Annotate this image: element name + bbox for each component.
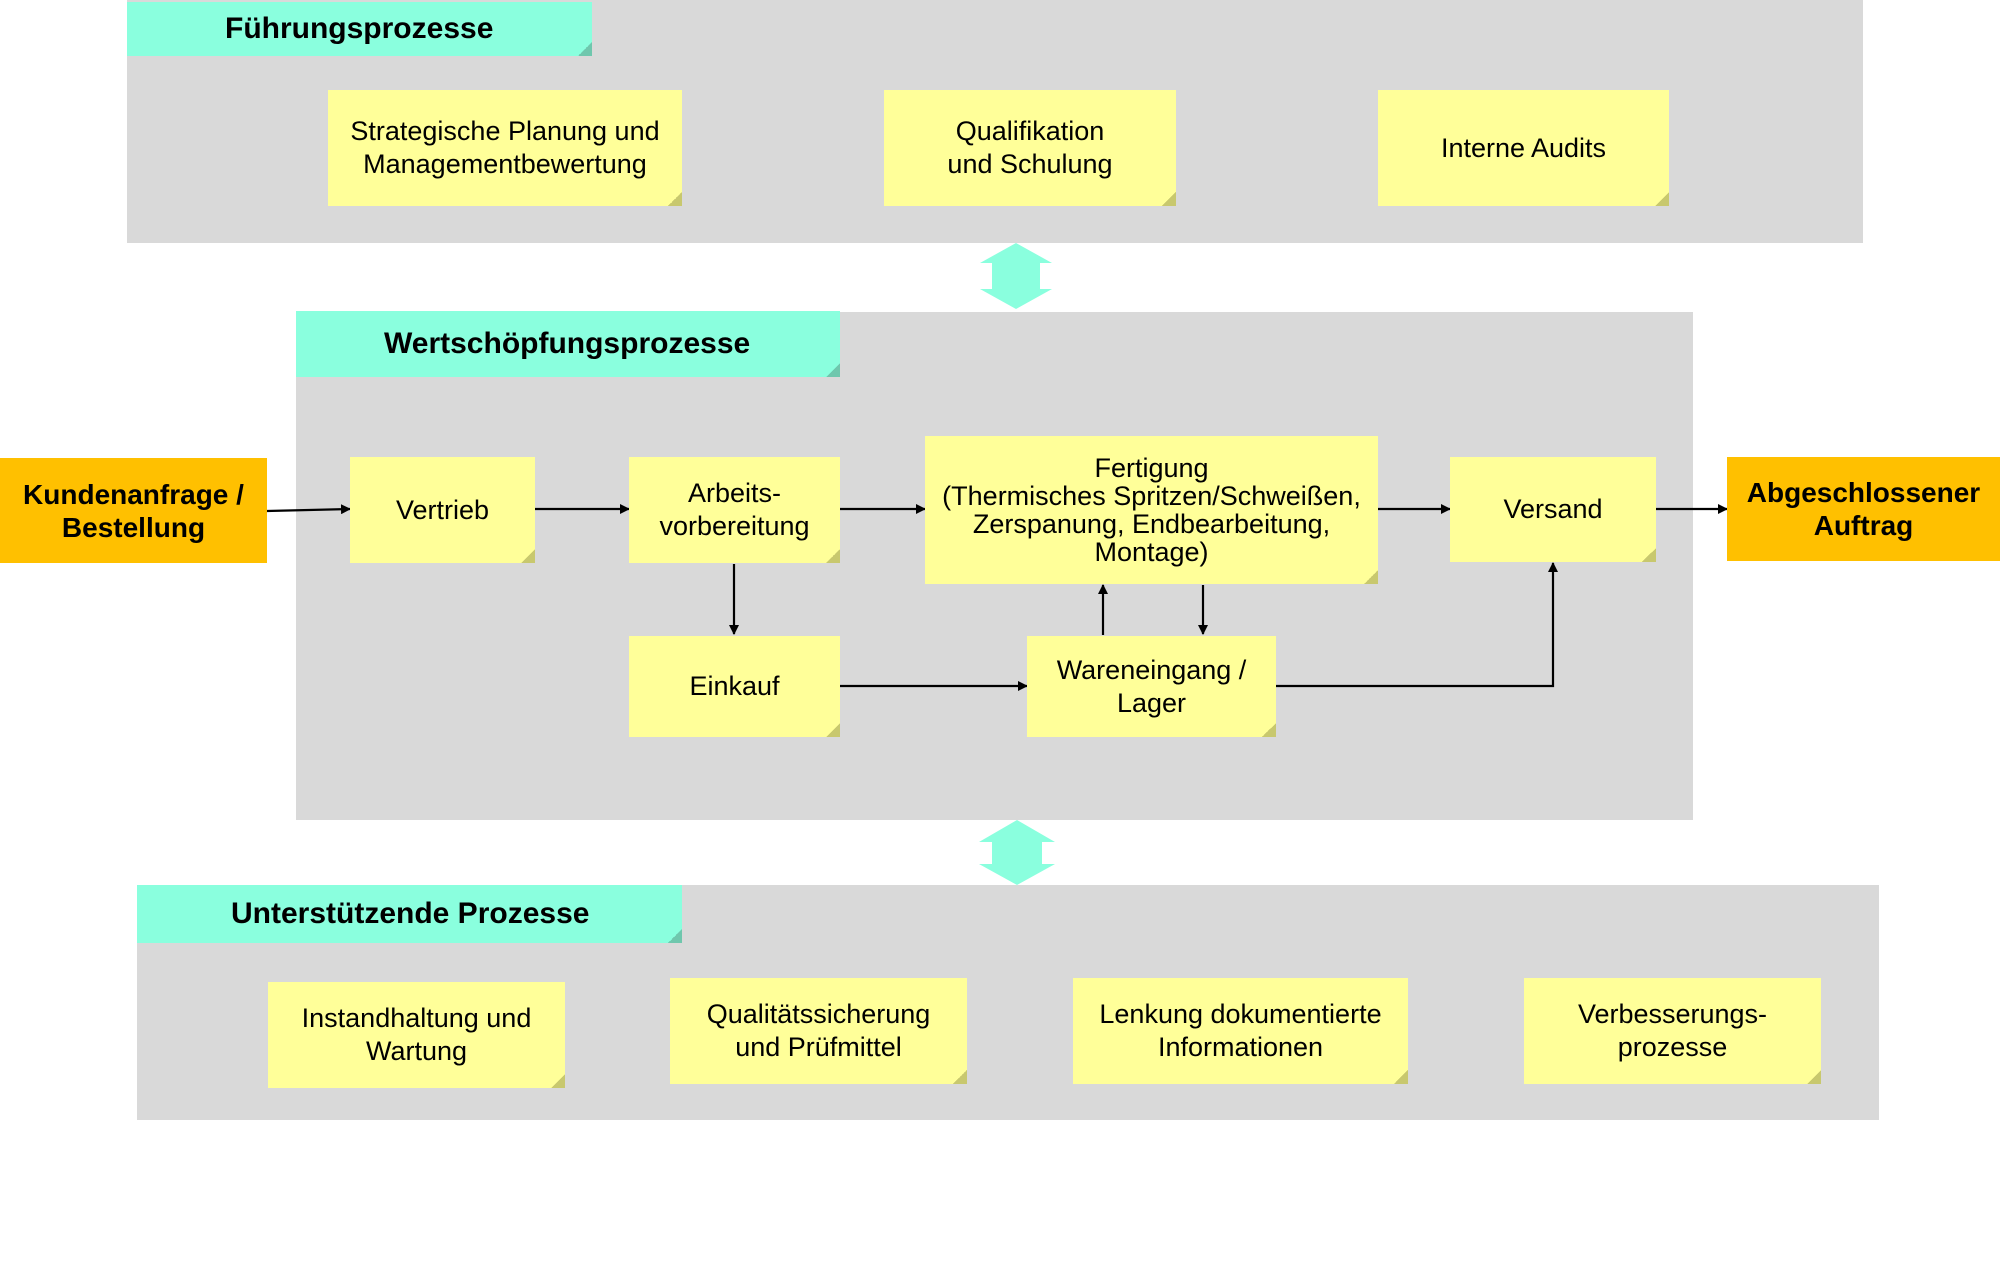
- step-work-preparation: Arbeits- vorbereitung: [629, 457, 840, 563]
- step-production: Fertigung (Thermisches Spritzen/Schweiße…: [925, 436, 1378, 584]
- step-shipping: Versand: [1450, 457, 1656, 562]
- note-improvement-processes: Verbesserungs- prozesse: [1524, 978, 1821, 1084]
- value-creation-processes-title: Wertschöpfungsprozesse: [296, 311, 840, 377]
- step-goods-receipt-warehouse: Wareneingang / Lager: [1027, 636, 1276, 737]
- double-arrow-bottom: [979, 820, 1055, 885]
- step-purchasing: Einkauf: [629, 636, 840, 737]
- note-maintenance: Instandhaltung und Wartung: [268, 982, 565, 1088]
- leadership-processes-title: Führungsprozesse: [127, 2, 592, 56]
- completed-order-terminal: Abgeschlossener Auftrag: [1727, 457, 2000, 561]
- note-quality-assurance: Qualitätssicherung und Prüfmittel: [670, 978, 967, 1084]
- double-arrow-top: [980, 243, 1052, 309]
- support-processes-title: Unterstützende Prozesse: [137, 885, 682, 943]
- note-strategic-planning: Strategische Planung und Managementbewer…: [328, 90, 682, 206]
- note-document-control: Lenkung dokumentierte Informationen: [1073, 978, 1408, 1084]
- note-qualification-training: Qualifikation und Schulung: [884, 90, 1176, 206]
- step-sales: Vertrieb: [350, 457, 535, 563]
- customer-request-terminal: Kundenanfrage / Bestellung: [0, 458, 267, 563]
- note-internal-audits: Interne Audits: [1378, 90, 1669, 206]
